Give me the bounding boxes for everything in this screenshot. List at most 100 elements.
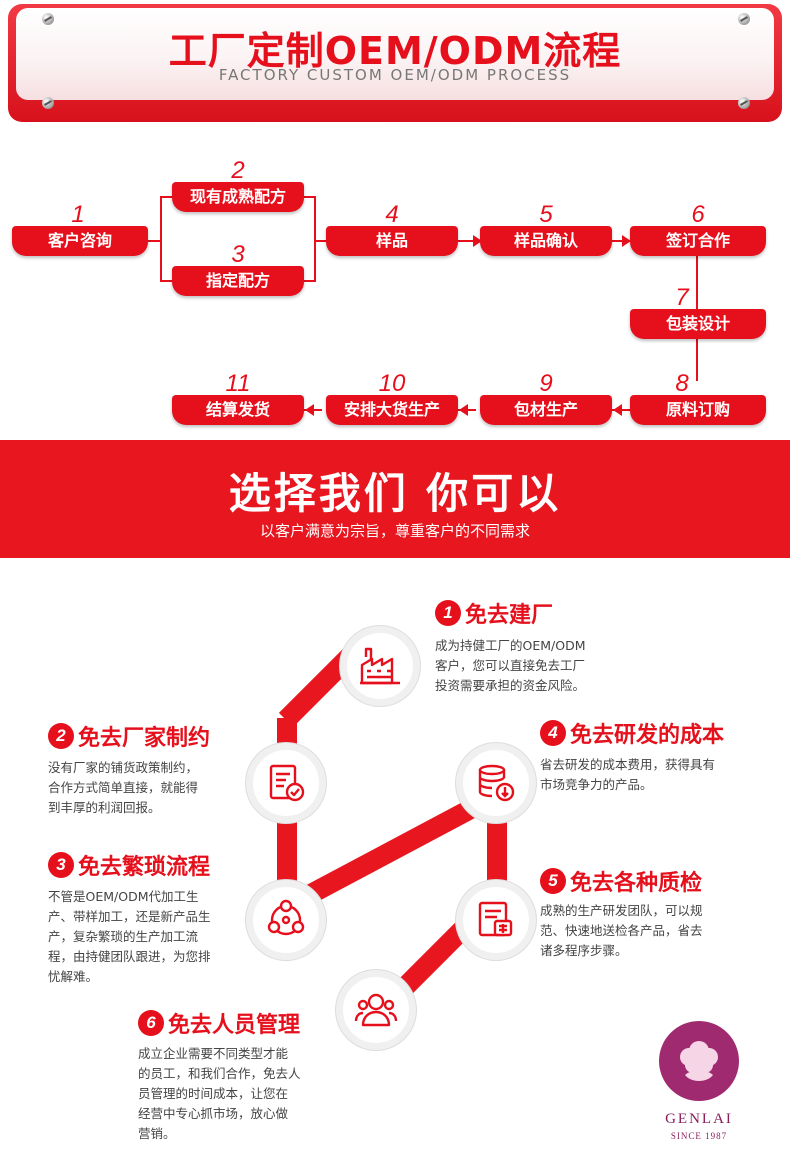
choose-us-banner: 选择我们 你可以 以客户满意为宗旨，尊重客户的不同需求 — [0, 440, 790, 558]
desc-line: 成熟的生产研发团队，可以规 — [540, 903, 703, 918]
step-existing-formula: 现有成熟配方 — [172, 182, 304, 212]
desc-line: 客户，您可以直接免去工厂 — [435, 658, 586, 673]
arrow-right-icon — [473, 235, 482, 247]
benefit-2-heading: 2 免去厂家制约 — [48, 721, 210, 751]
step-number: 5 — [539, 201, 553, 228]
brand-logo: GENLAI SINCE 1987 — [651, 1021, 747, 1161]
benefit-2-desc: 没有厂家的铺货政策制约， 合作方式简单直接，就能得 到丰厚的利润回报。 — [48, 758, 198, 818]
brand-since: SINCE 1987 — [670, 1131, 728, 1141]
step-number: 3 — [231, 241, 245, 268]
flow-line — [160, 280, 172, 282]
benefit-1-desc: 成为持健工厂的OEM/ODM 客户，您可以直接免去工厂 投资需要承担的资金风险。 — [435, 636, 585, 696]
flow-line — [160, 196, 172, 198]
benefit-3-desc: 不管是OEM/ODM代加工生 产、带样加工，还是新产品生 产，复杂繁琐的生产加工… — [48, 887, 211, 987]
step-sample-confirm: 样品确认 — [480, 226, 612, 256]
desc-line: 省去研发的成本费用，获得具有 — [540, 757, 716, 772]
benefit-title: 免去各种质检 — [570, 871, 703, 896]
flow-line — [696, 256, 698, 312]
benefit-5-heading: 5 免去各种质检 — [540, 866, 702, 896]
benefit-6-heading: 6 免去人员管理 — [138, 1008, 300, 1038]
flow-line — [304, 196, 316, 198]
arrow-left-icon — [613, 404, 622, 416]
document-check-icon — [246, 743, 326, 823]
benefit-title: 免去研发的成本 — [570, 723, 725, 748]
benefit-title: 免去繁琐流程 — [78, 855, 211, 880]
desc-line: 不管是OEM/ODM代加工生 — [48, 889, 199, 904]
step-number: 10 — [378, 370, 406, 397]
arrow-left-icon — [305, 404, 314, 416]
benefit-4-heading: 4 免去研发的成本 — [540, 718, 724, 748]
desc-line: 产，复杂繁琐的生产加工流 — [48, 929, 199, 944]
choose-subtitle: 以客户满意为宗旨，尊重客户的不同需求 — [259, 522, 530, 540]
screw-icon — [738, 97, 750, 109]
desc-line: 营销。 — [138, 1126, 176, 1141]
header-banner: 工厂定制OEM/ODM流程 FACTORY CUSTOM OEM/ODM PRO… — [0, 0, 790, 125]
inspection-icon — [456, 880, 536, 960]
flow-line — [304, 280, 316, 282]
step-number: 2 — [231, 157, 245, 184]
flow-line — [314, 240, 326, 242]
page-subtitle: FACTORY CUSTOM OEM/ODM PROCESS — [218, 66, 572, 84]
benefit-number: 6 — [138, 1010, 164, 1036]
benefit-title: 免去建厂 — [465, 603, 554, 628]
step-number: 8 — [675, 370, 689, 397]
desc-line: 到丰厚的利润回报。 — [48, 800, 161, 815]
desc-line: 投资需要承担的资金风险。 — [435, 678, 586, 693]
desc-line: 市场竞争力的产品。 — [540, 777, 653, 792]
desc-line: 合作方式简单直接，就能得 — [48, 780, 199, 795]
step-number: 7 — [675, 284, 689, 311]
desc-line: 范、快速地送检各产品，省去 — [540, 923, 703, 938]
desc-line: 经营中专心抓市场，放心做 — [138, 1106, 289, 1121]
step-sample: 样品 — [326, 226, 458, 256]
flow-line — [148, 240, 162, 242]
benefit-title: 免去人员管理 — [168, 1013, 301, 1038]
step-number: 1 — [71, 201, 85, 228]
flow-line — [612, 240, 626, 242]
benefit-title: 免去厂家制约 — [78, 726, 211, 751]
page-title: 工厂定制OEM/ODM流程 — [168, 29, 622, 73]
desc-line: 程，由持健团队跟进，为您排 — [48, 949, 211, 964]
step-packaging-production: 包材生产 — [480, 395, 612, 425]
desc-line: 诸多程序步骤。 — [540, 943, 628, 958]
flower-icon — [659, 1021, 739, 1101]
benefit-number: 3 — [48, 852, 74, 878]
step-custom-formula: 指定配方 — [172, 266, 304, 296]
desc-line: 成为持健工厂的OEM/ODM — [435, 638, 586, 653]
screw-icon — [42, 13, 54, 25]
desc-line: 员管理的时间成本，让您在 — [138, 1086, 289, 1101]
desc-line: 忧解难。 — [48, 969, 99, 984]
flow-line — [160, 196, 162, 282]
banner-panel — [16, 8, 774, 100]
cycle-icon — [246, 880, 326, 960]
desc-line: 产、带样加工，还是新产品生 — [48, 909, 211, 924]
benefit-6-desc: 成立企业需要不同类型才能 的员工，和我们合作，免去人 员管理的时间成本，让您在 … — [138, 1044, 301, 1144]
desc-line: 的员工，和我们合作，免去人 — [138, 1066, 301, 1081]
benefit-number: 1 — [435, 600, 461, 626]
benefit-number: 2 — [48, 723, 74, 749]
desc-line: 没有厂家的铺货政策制约， — [48, 760, 199, 775]
step-number: 6 — [691, 201, 705, 228]
benefit-1-heading: 1 免去建厂 — [435, 598, 553, 628]
flow-line — [314, 196, 316, 282]
step-sign-contract: 签订合作 — [630, 226, 766, 256]
step-customer-consult: 客户咨询 — [12, 226, 148, 256]
step-packaging-design: 包装设计 — [630, 309, 766, 339]
desc-line: 成立企业需要不同类型才能 — [138, 1046, 289, 1061]
step-settlement-shipping: 结算发货 — [172, 395, 304, 425]
screw-icon — [42, 97, 54, 109]
benefit-number: 4 — [540, 720, 566, 746]
brand-name: GENLAI — [665, 1111, 733, 1127]
choose-title: 选择我们 你可以 — [228, 469, 562, 518]
arrow-right-icon — [622, 235, 631, 247]
step-number: 9 — [539, 370, 553, 397]
step-number: 4 — [385, 201, 399, 228]
benefit-number: 5 — [540, 868, 566, 894]
flow-line — [696, 339, 698, 381]
arrow-left-icon — [459, 404, 468, 416]
benefit-3-heading: 3 免去繁琐流程 — [48, 850, 210, 880]
step-material-purchase: 原料订购 — [630, 395, 766, 425]
factory-icon — [340, 626, 420, 706]
benefit-4-desc: 省去研发的成本费用，获得具有 市场竞争力的产品。 — [540, 755, 715, 795]
step-number: 11 — [225, 370, 251, 397]
process-flow: 1 客户咨询 2 现有成熟配方 3 指定配方 4 样品 5 样品确认 6 签订合… — [0, 125, 790, 440]
